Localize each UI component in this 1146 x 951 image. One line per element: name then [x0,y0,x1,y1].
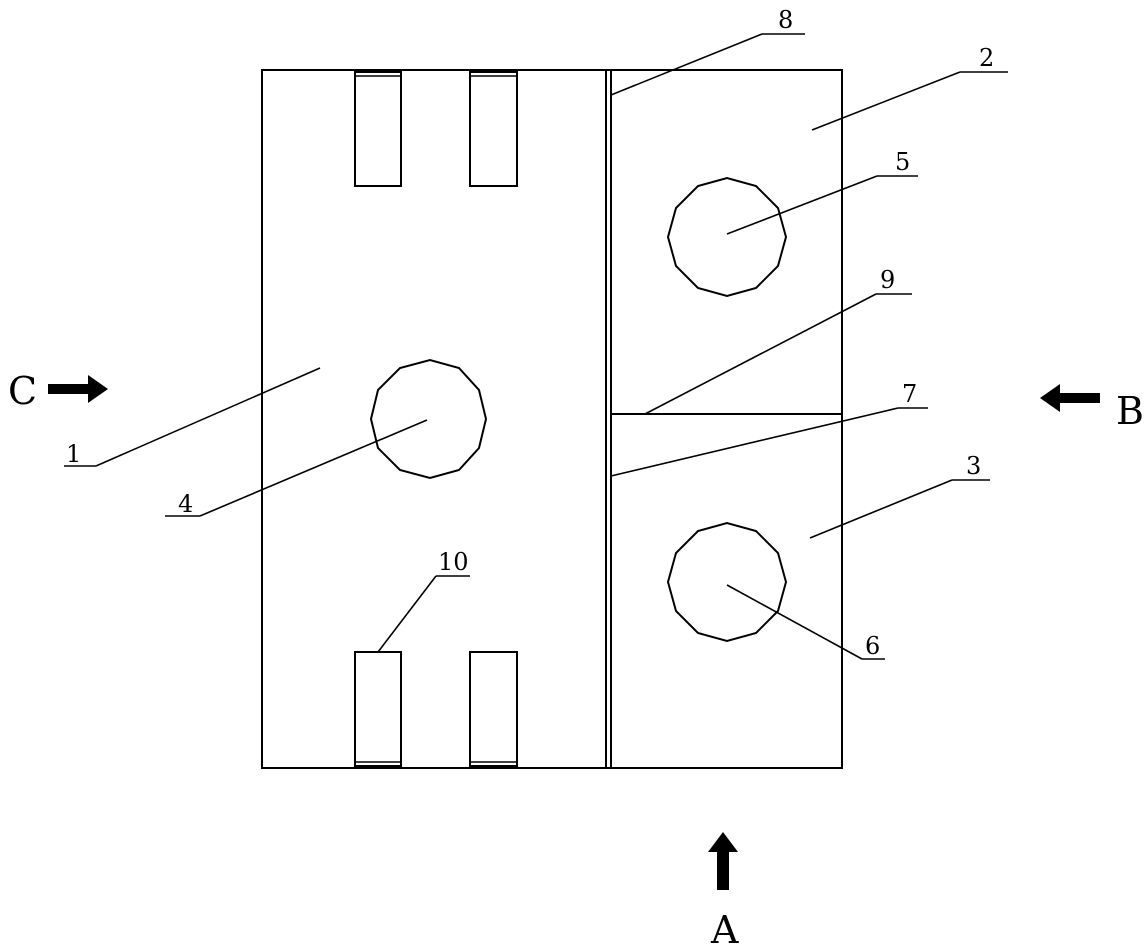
slot-bottom-left [354,651,402,767]
leader-1 [95,367,321,467]
label-part-9: 9 [880,266,895,294]
hole-5 [666,176,788,298]
leader-2 [811,71,961,131]
direction-label-b: B [1116,389,1144,433]
leader-4 [199,419,428,517]
arrow-up-icon [708,832,738,890]
direction-label-a: A [710,908,739,951]
slot-top-right [469,71,518,187]
leader-6 [726,584,863,660]
label-part-6: 6 [865,632,880,660]
leader-8 [610,33,763,96]
label-part-10: 10 [438,548,469,576]
slot-bottom-right [469,651,518,767]
label-part-1: 1 [66,440,81,468]
label-part-8: 8 [778,6,793,34]
label-part-5: 5 [895,148,910,176]
leader-3 [809,479,953,539]
hole-6 [666,521,788,643]
hole-4 [369,358,488,480]
leader-7 [610,407,899,477]
arrow-right-icon [48,375,108,403]
label-part-2: 2 [979,44,994,72]
label-part-3: 3 [966,452,981,480]
label-part-7: 7 [902,380,917,408]
leader-5 [726,175,878,235]
leader-10 [377,575,437,653]
label-part-4: 4 [178,490,193,518]
outer-block [261,69,843,769]
leader-9 [644,293,877,415]
direction-label-c: C [8,369,37,413]
slot-top-left [354,71,402,187]
arrow-left-icon [1040,384,1100,412]
